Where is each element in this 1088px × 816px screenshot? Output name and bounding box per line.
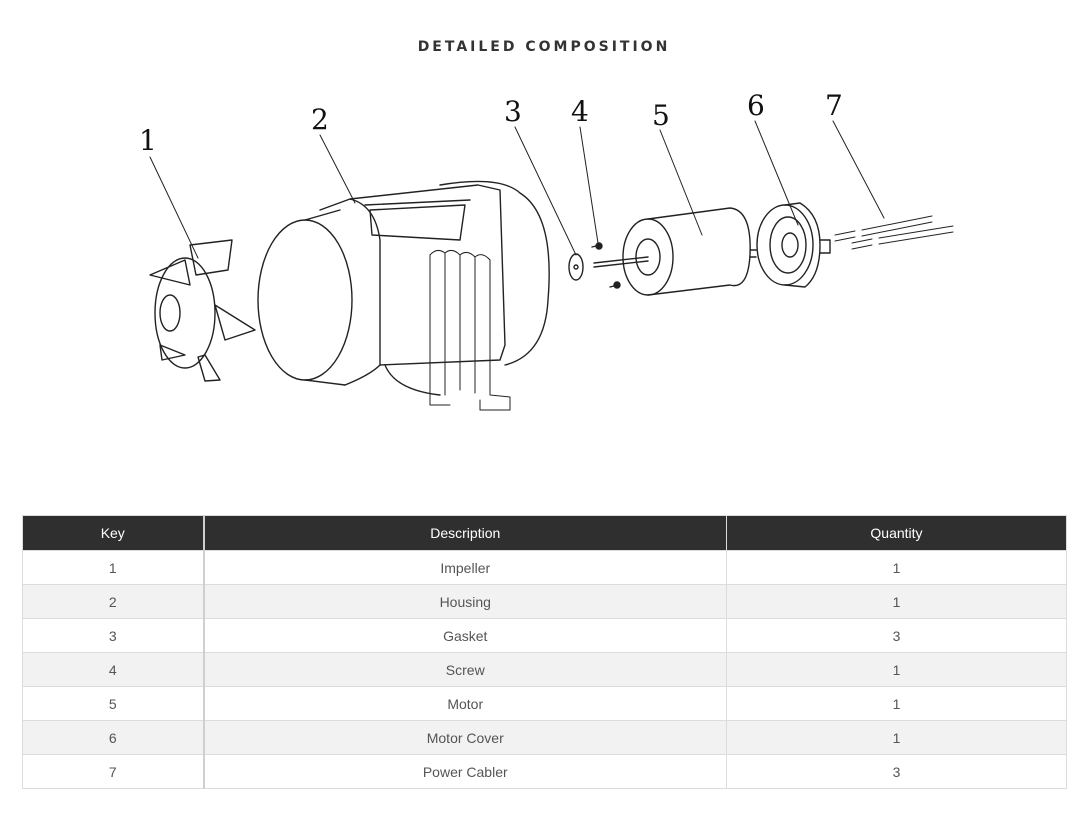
key-cell: 5 [22,686,205,721]
key-cell: 4 [22,652,205,687]
table-row: 4 Screw 1 [22,652,1067,687]
header-description: Description [203,515,727,551]
leader-lines [149,120,885,259]
description-cell: Motor [203,686,727,721]
exploded-diagram: 1 2 3 4 5 6 7 [0,75,1088,435]
quantity-cell: 3 [726,618,1067,653]
callout-3: 3 [504,95,522,128]
callout-5: 5 [652,99,670,132]
quantity-cell: 1 [726,720,1067,755]
impeller-part [149,239,256,382]
table-row: 7 Power Cabler 3 [22,754,1067,789]
callout-4: 4 [571,95,589,128]
quantity-cell: 1 [726,584,1067,619]
quantity-cell: 1 [726,686,1067,721]
table-row: 2 Housing 1 [22,584,1067,619]
power-cable-part [834,215,954,250]
key-cell: 1 [22,550,205,585]
table-row: 6 Motor Cover 1 [22,720,1067,755]
table-row: 3 Gasket 3 [22,618,1067,653]
callout-2: 2 [311,103,329,136]
housing-part [257,180,550,411]
table-row: 5 Motor 1 [22,686,1067,721]
quantity-cell: 3 [726,754,1067,789]
quantity-cell: 1 [726,652,1067,687]
page-title: DETAILED COMPOSITION [417,39,671,55]
description-cell: Impeller [203,550,727,585]
table-row: 1 Impeller 1 [22,550,1067,585]
description-cell: Motor Cover [203,720,727,755]
table-header-row: Key Description Quantity [22,515,1067,551]
description-cell: Screw [203,652,727,687]
description-cell: Gasket [203,618,727,653]
callout-7: 7 [825,89,843,122]
key-cell: 7 [22,754,205,789]
callout-6: 6 [747,89,765,122]
screw-part [591,242,621,289]
motor-part [593,207,757,296]
quantity-cell: 1 [726,550,1067,585]
parts-table: Key Description Quantity 1 Impeller 1 2 … [22,515,1067,789]
gasket-part [568,253,584,281]
header-key: Key [22,515,205,551]
key-cell: 2 [22,584,205,619]
description-cell: Housing [203,584,727,619]
callout-1: 1 [139,124,157,157]
description-cell: Power Cabler [203,754,727,789]
key-cell: 6 [22,720,205,755]
header-quantity: Quantity [726,515,1067,551]
key-cell: 3 [22,618,205,653]
motor-cover-part [756,202,831,288]
